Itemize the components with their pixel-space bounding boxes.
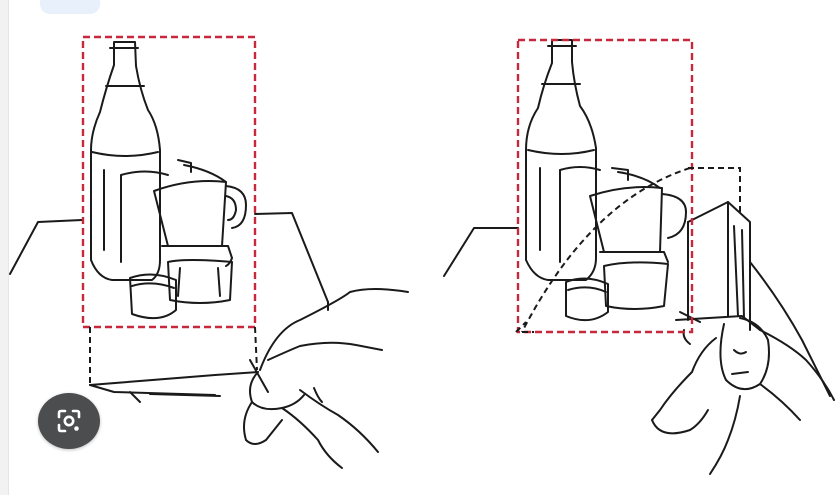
right-measure-arc bbox=[522, 168, 690, 332]
lens-search-button[interactable] bbox=[38, 393, 100, 449]
right-still-life bbox=[444, 40, 834, 474]
lens-search-icon bbox=[55, 407, 83, 435]
left-measure-line-b bbox=[255, 327, 257, 370]
